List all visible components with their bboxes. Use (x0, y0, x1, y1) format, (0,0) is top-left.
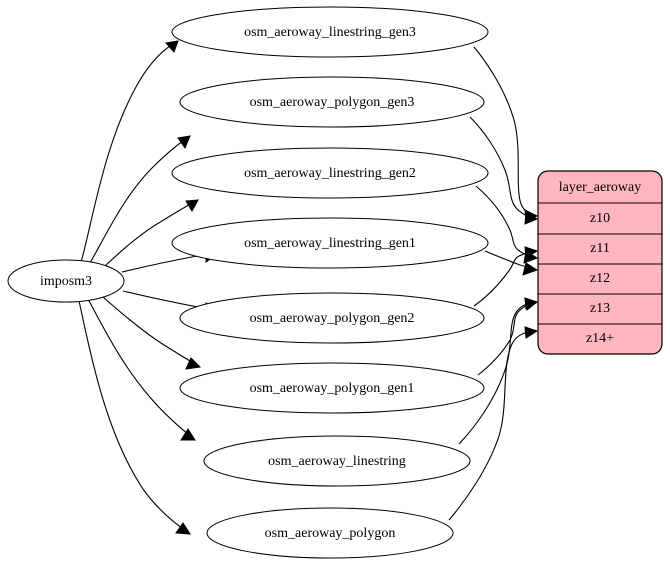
node-osm_aeroway_polygon-shape[interactable] (206, 507, 454, 559)
node-osm_aeroway_linestring_gen2-shape[interactable] (171, 147, 489, 199)
layer-table-row-z14[interactable] (538, 323, 662, 354)
node-osm_aeroway_linestring_gen1-label: osm_aeroway_linestring_gen1 (244, 236, 416, 251)
node-osm_aeroway_polygon_gen3-shape[interactable] (179, 76, 485, 128)
node-osm_aeroway_polygon_gen1-shape[interactable] (179, 362, 485, 414)
edge-imposm3-to-osm_aeroway_polygon_gen3 (89, 135, 191, 264)
node-osm_aeroway_polygon-label: osm_aeroway_polygon (265, 526, 396, 541)
node-osm_aeroway_linestring_gen2-label: osm_aeroway_linestring_gen2 (244, 166, 416, 181)
edge-imposm3-to-osm_aeroway_polygon (78, 300, 191, 535)
layer-table-label-z14: z14+ (586, 331, 614, 346)
layer-table-label-z10: z10 (590, 211, 610, 226)
layer-table-row-z11[interactable] (538, 233, 662, 265)
node-osm_aeroway_polygon_gen1[interactable]: osm_aeroway_polygon_gen1 (179, 362, 485, 414)
edge-imposm3-to-osm_aeroway_polygon_gen1 (102, 296, 202, 370)
edge-imposm3-to-osm_aeroway_linestring_gen2 (104, 199, 199, 267)
layer-table-label-z12: z12 (590, 271, 610, 286)
node-osm_aeroway_linestring_gen3[interactable]: osm_aeroway_linestring_gen3 (171, 6, 489, 58)
node-osm_aeroway_linestring-shape[interactable] (203, 435, 471, 487)
layer-table-label-z11: z11 (590, 241, 610, 256)
node-osm_aeroway_linestring_gen3-label: osm_aeroway_linestring_gen3 (244, 25, 416, 40)
node-osm_aeroway_linestring_gen1-shape[interactable] (171, 217, 489, 269)
node-osm_aeroway_linestring_gen1[interactable]: osm_aeroway_linestring_gen1 (171, 217, 489, 269)
node-imposm3-label: imposm3 (40, 274, 92, 289)
node-osm_aeroway_polygon_gen2-label: osm_aeroway_polygon_gen2 (250, 311, 415, 326)
edge-imposm3-to-osm_aeroway_linestring_gen3 (80, 40, 179, 263)
node-osm_aeroway_linestring_gen2[interactable]: osm_aeroway_linestring_gen2 (171, 147, 489, 199)
layer-table-label-z13: z13 (590, 301, 610, 316)
edge-osm_aeroway_linestring_gen1-to-z12 (484, 250, 539, 276)
node-osm_aeroway_linestring[interactable]: osm_aeroway_linestring (203, 435, 471, 487)
node-imposm3-shape[interactable] (7, 259, 125, 303)
node-osm_aeroway_polygon_gen1-label: osm_aeroway_polygon_gen1 (250, 381, 415, 396)
layer-table-border (537, 170, 663, 355)
node-osm_aeroway_polygon_gen2-shape[interactable] (179, 292, 485, 344)
node-layer_aeroway[interactable]: layer_aeroway z10 z11 z12 z13 z14+ (537, 170, 663, 355)
edge-osm_aeroway_linestring-to-z13 (458, 297, 539, 445)
edge-osm_aeroway_polygon-to-z14 (448, 326, 539, 521)
node-imposm3[interactable]: imposm3 (7, 259, 125, 303)
edge-osm_aeroway_polygon_gen3-to-z10 (469, 116, 539, 225)
edge-imposm3-to-osm_aeroway_linestring (87, 298, 196, 441)
edge-group-tables-to-layer (448, 46, 539, 521)
node-osm_aeroway_linestring-label: osm_aeroway_linestring (268, 454, 406, 469)
node-osm_aeroway_polygon_gen3-label: osm_aeroway_polygon_gen3 (250, 95, 415, 110)
node-osm_aeroway_polygon_gen3[interactable]: osm_aeroway_polygon_gen3 (179, 76, 485, 128)
ellipse-node-group: imposm3 osm_aeroway_linestring_gen3 osm_… (7, 6, 489, 559)
node-osm_aeroway_polygon[interactable]: osm_aeroway_polygon (206, 507, 454, 559)
node-osm_aeroway_linestring_gen3-shape[interactable] (171, 6, 489, 58)
layer-table-header-label: layer_aeroway (559, 180, 641, 195)
node-osm_aeroway_polygon_gen2[interactable]: osm_aeroway_polygon_gen2 (179, 292, 485, 344)
